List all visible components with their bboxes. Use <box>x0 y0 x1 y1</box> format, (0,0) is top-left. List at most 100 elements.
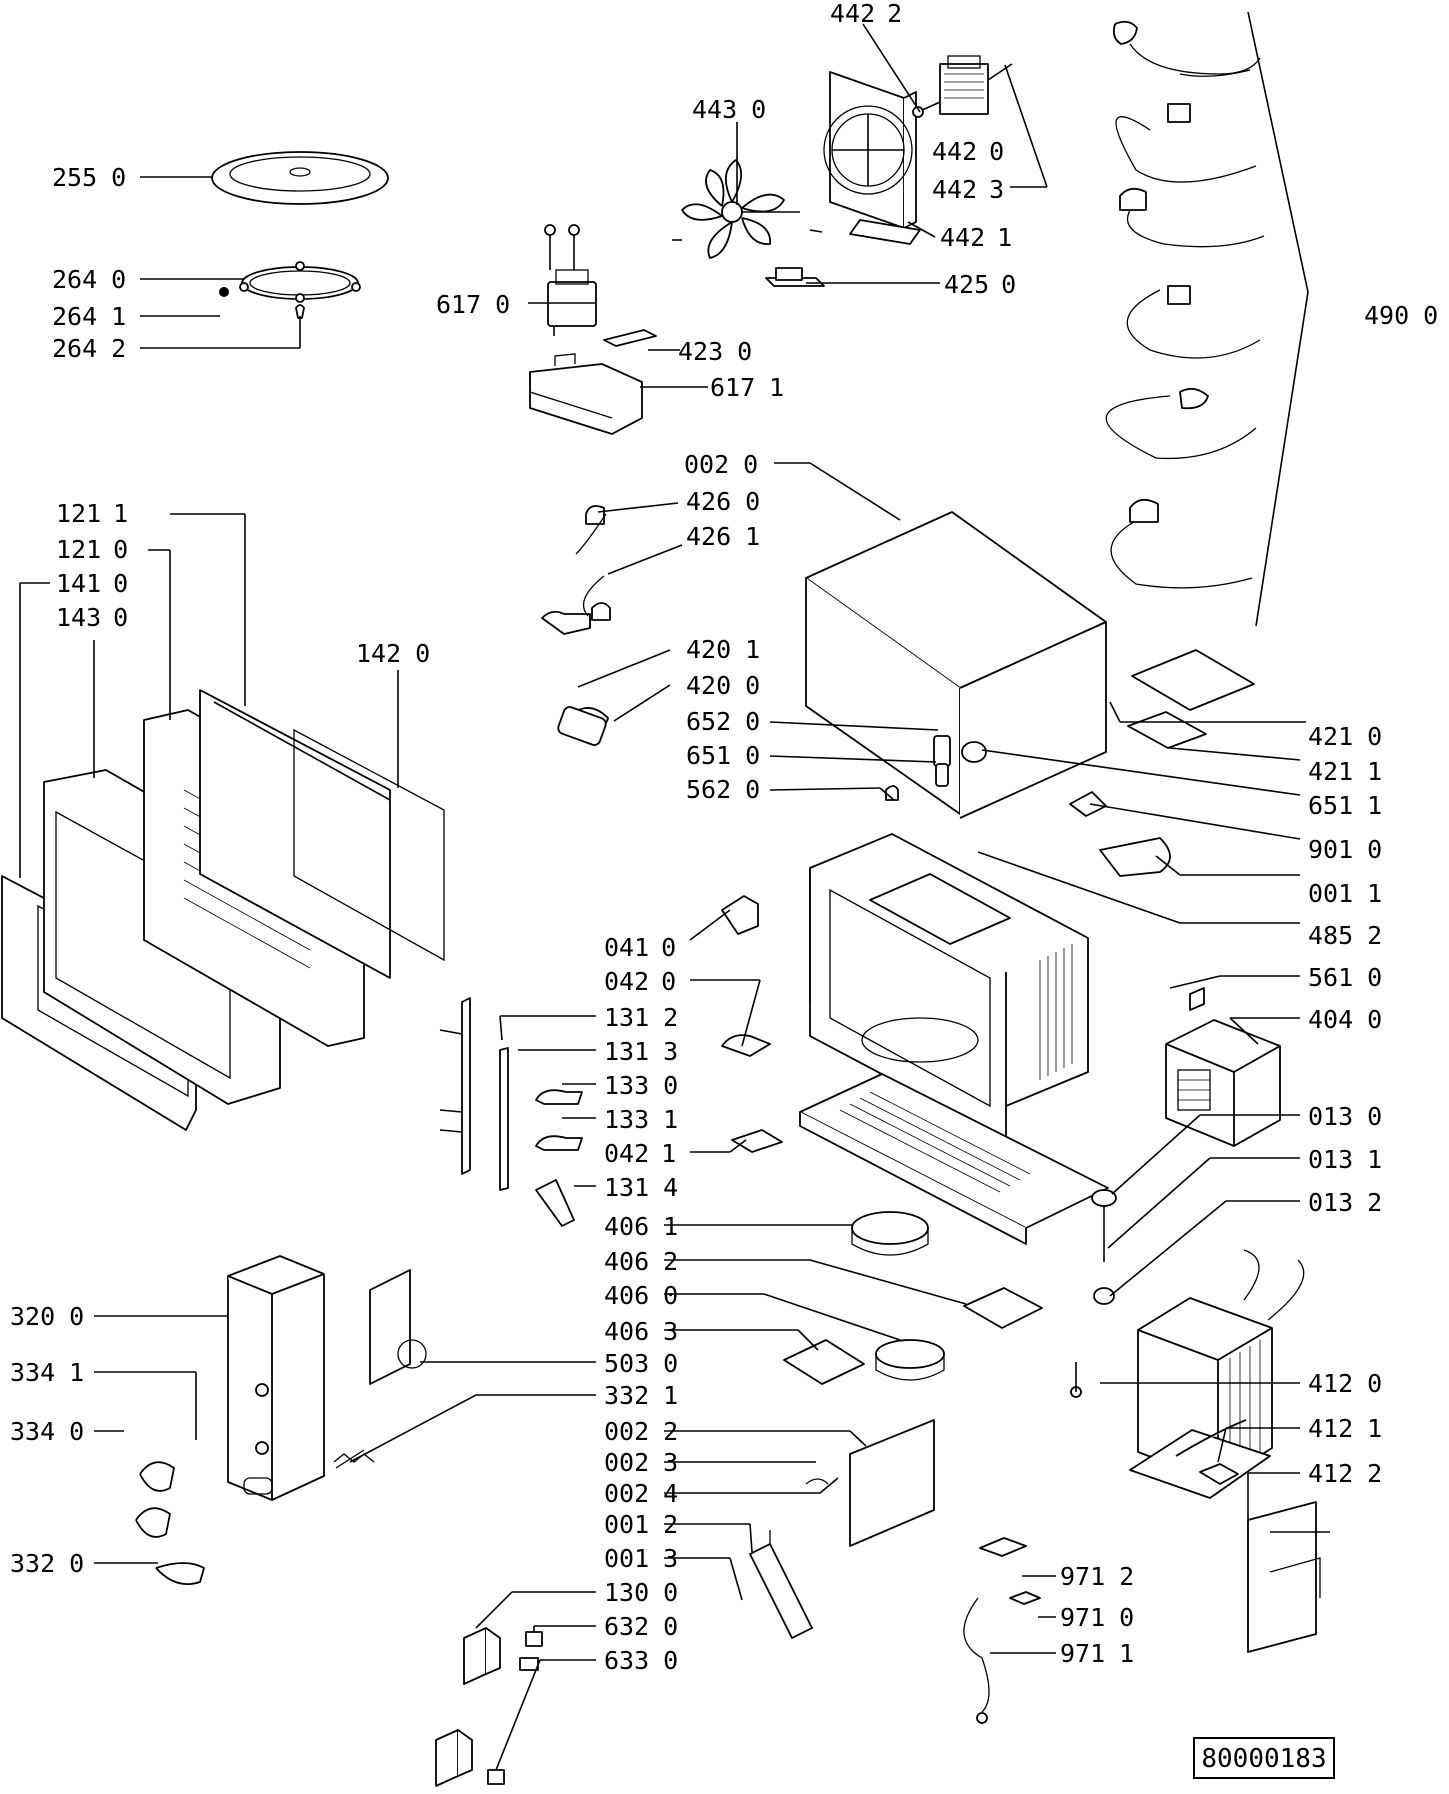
outer-casing-drawing <box>805 511 1107 819</box>
wiring-harness-drawing <box>963 1537 1041 1724</box>
fan-blade-drawing <box>672 159 823 259</box>
capacitor-drawing <box>544 224 597 336</box>
door-hooks-drawing <box>535 1089 583 1227</box>
micro-switches-drawing <box>435 1627 543 1787</box>
drawing-number-box: 80000183 <box>1193 1737 1335 1779</box>
magnetron-drawing <box>1165 987 1281 1147</box>
guard-plate-drawing <box>1247 1501 1330 1653</box>
small-parts-drawing <box>541 505 1255 1457</box>
feet-drawing <box>1091 1189 1117 1305</box>
side-plate-drawing <box>805 1419 935 1547</box>
turntable-tray-drawing <box>211 151 389 205</box>
transformer-drawing <box>1129 1249 1305 1499</box>
capacitor-bracket-drawing <box>529 329 657 435</box>
latch-lever-drawing <box>439 997 509 1191</box>
turntable-motor-drawing <box>783 1211 1043 1385</box>
fan-bracket-drawing <box>823 71 921 245</box>
control-panel-drawing <box>135 1255 427 1586</box>
fan-motor-drawing <box>912 55 1013 118</box>
door-assembly-drawing <box>1 689 445 1131</box>
power-cords-drawing <box>1105 11 1309 627</box>
base-plate-drawing <box>799 1073 1109 1245</box>
support-bracket-drawing <box>749 1530 813 1639</box>
leader-lines <box>19 23 1306 1771</box>
oven-cavity-drawing <box>809 833 1089 1141</box>
drawing-number: 80000183 <box>1201 1744 1326 1774</box>
roller-ring-drawing <box>219 261 361 319</box>
thermal-cutout-drawing <box>765 267 825 287</box>
